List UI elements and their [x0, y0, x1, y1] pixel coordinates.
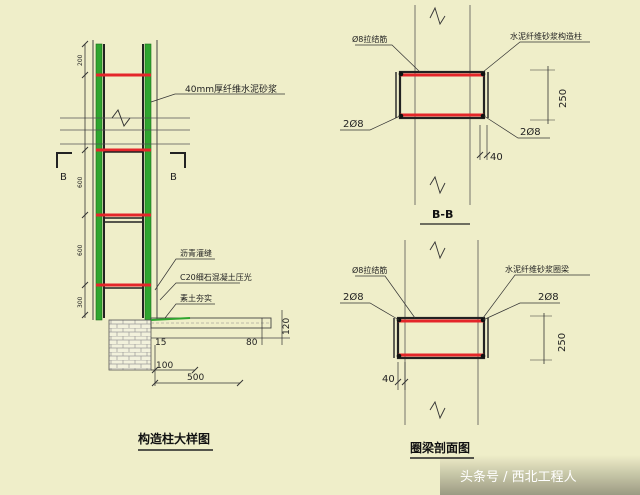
rb-note-mortar: 水泥纤维砂浆圈梁: [505, 264, 569, 274]
section-mark-b-right: B: [170, 172, 177, 183]
bb-note-mortar: 水泥纤维砂浆构造柱: [510, 31, 582, 41]
dim-label-120: 120: [282, 318, 292, 335]
bb-bar-right: 2Ø8: [520, 126, 541, 138]
bb-note-tie: Ø8拉结筋: [352, 34, 387, 44]
ring-beam-title: 圈梁剖面图: [410, 440, 470, 455]
section-mark-b-left: B: [60, 172, 67, 183]
rb-bar-left: 2Ø8: [343, 291, 364, 303]
note-fill: 素土夯实: [180, 293, 212, 303]
dim-label-500: 500: [187, 373, 204, 383]
bb-bar-left: 2Ø8: [343, 118, 364, 130]
rb-dim-40: 40: [382, 374, 395, 385]
note-mortar: 40mm厚纤维水泥砂浆: [185, 83, 277, 95]
main-rebar-right: [144, 43, 152, 321]
rb-frame: [396, 316, 486, 360]
dim-label-200: 200: [77, 54, 84, 66]
section-bb: Ø8拉结筋 水泥纤维砂浆构造柱 2Ø8 2Ø8 250 40 B-B: [340, 5, 590, 225]
dim-label-100: 100: [156, 361, 173, 371]
watermark: 头条号 / 西北工程人: [460, 469, 577, 485]
ring-beam-section: Ø8拉结筋 水泥纤维砂浆圈梁 2Ø8 2Ø8 250 40 圈梁剖面图: [340, 240, 590, 459]
rb-dim-250: 250: [557, 333, 568, 352]
dim-label-300: 300: [77, 296, 84, 308]
note-c20: C20细石混凝土压光: [180, 272, 252, 282]
note-asphalt: 沥青灌缝: [180, 248, 212, 258]
dim-label-600b: 600: [77, 244, 84, 256]
brick-foundation: [108, 319, 152, 371]
dim-label-15: 15: [155, 338, 166, 348]
column-detail-title: 构造柱大样图: [138, 431, 210, 446]
rb-note-tie: Ø8拉结筋: [352, 265, 387, 275]
dim-label-600a: 600: [77, 176, 84, 188]
stirrups: [96, 73, 151, 287]
dim-label-80: 80: [246, 338, 258, 348]
bb-title: B-B: [432, 208, 453, 221]
column-detail: 200 600 600 300 40mm厚纤维水泥砂浆 B B 沥青灌缝 C20…: [56, 40, 292, 451]
bb-dim-250: 250: [558, 89, 569, 108]
main-rebar-left: [95, 43, 103, 321]
bb-dim-40: 40: [490, 152, 503, 163]
rb-bar-right: 2Ø8: [538, 291, 559, 303]
bb-frame: [398, 70, 486, 120]
